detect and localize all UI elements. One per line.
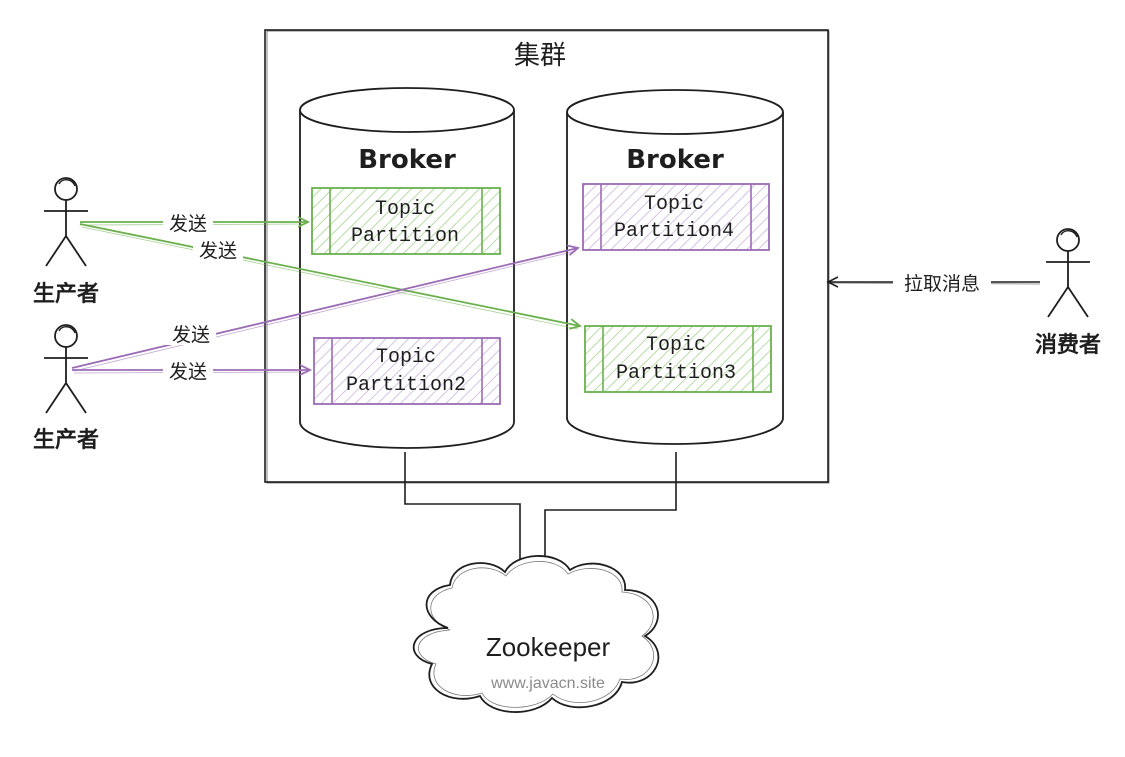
broker-title: Broker (358, 145, 456, 175)
zookeeper-title: Zookeeper (486, 632, 611, 662)
send-arrow-purple (71, 248, 578, 372)
producer-actor-icon (44, 324, 88, 414)
broker-title: Broker (626, 145, 724, 175)
consumer-actor-icon (1046, 228, 1090, 318)
svg-text:发送: 发送 (169, 213, 207, 235)
cluster-title: 集群 (514, 40, 566, 70)
partition-line1: Topic (646, 334, 706, 357)
partition-box: Topic Partition3 (584, 325, 772, 393)
producer-label: 生产者 (33, 282, 99, 307)
send-label: 发送 (163, 358, 213, 383)
partition-box: Topic Partition (311, 187, 501, 255)
watermark: www.javacn.site (490, 675, 605, 692)
pull-arrow: 拉取消息 (828, 270, 1041, 296)
svg-text:发送: 发送 (172, 324, 210, 346)
send-arrow-green (79, 223, 580, 329)
send-label: 发送 (193, 237, 243, 262)
zookeeper-cloud: Zookeeper www.javacn.site (412, 555, 660, 713)
send-label: 发送 (163, 210, 213, 235)
partition-box: Topic Partition4 (582, 183, 770, 251)
send-label: 发送 (166, 321, 216, 346)
broker-to-zookeeper-connector (404, 452, 677, 580)
partition-line2: Partition3 (616, 362, 736, 385)
svg-text:发送: 发送 (169, 361, 207, 383)
partition-line2: Partition4 (614, 220, 734, 243)
svg-text:发送: 发送 (199, 240, 237, 262)
partition-line1: Topic (375, 198, 435, 221)
partition-line1: Topic (644, 193, 704, 216)
consumer-label: 消费者 (1035, 333, 1101, 358)
pull-label: 拉取消息 (904, 273, 980, 295)
producer-label: 生产者 (33, 428, 99, 453)
partition-box: Topic Partition2 (313, 337, 501, 405)
partition-line2: Partition2 (346, 374, 466, 397)
producer-actor-icon (44, 177, 88, 267)
partition-line2: Partition (351, 225, 459, 248)
partition-line1: Topic (376, 346, 436, 369)
cluster-frame: 集群 (264, 29, 830, 484)
